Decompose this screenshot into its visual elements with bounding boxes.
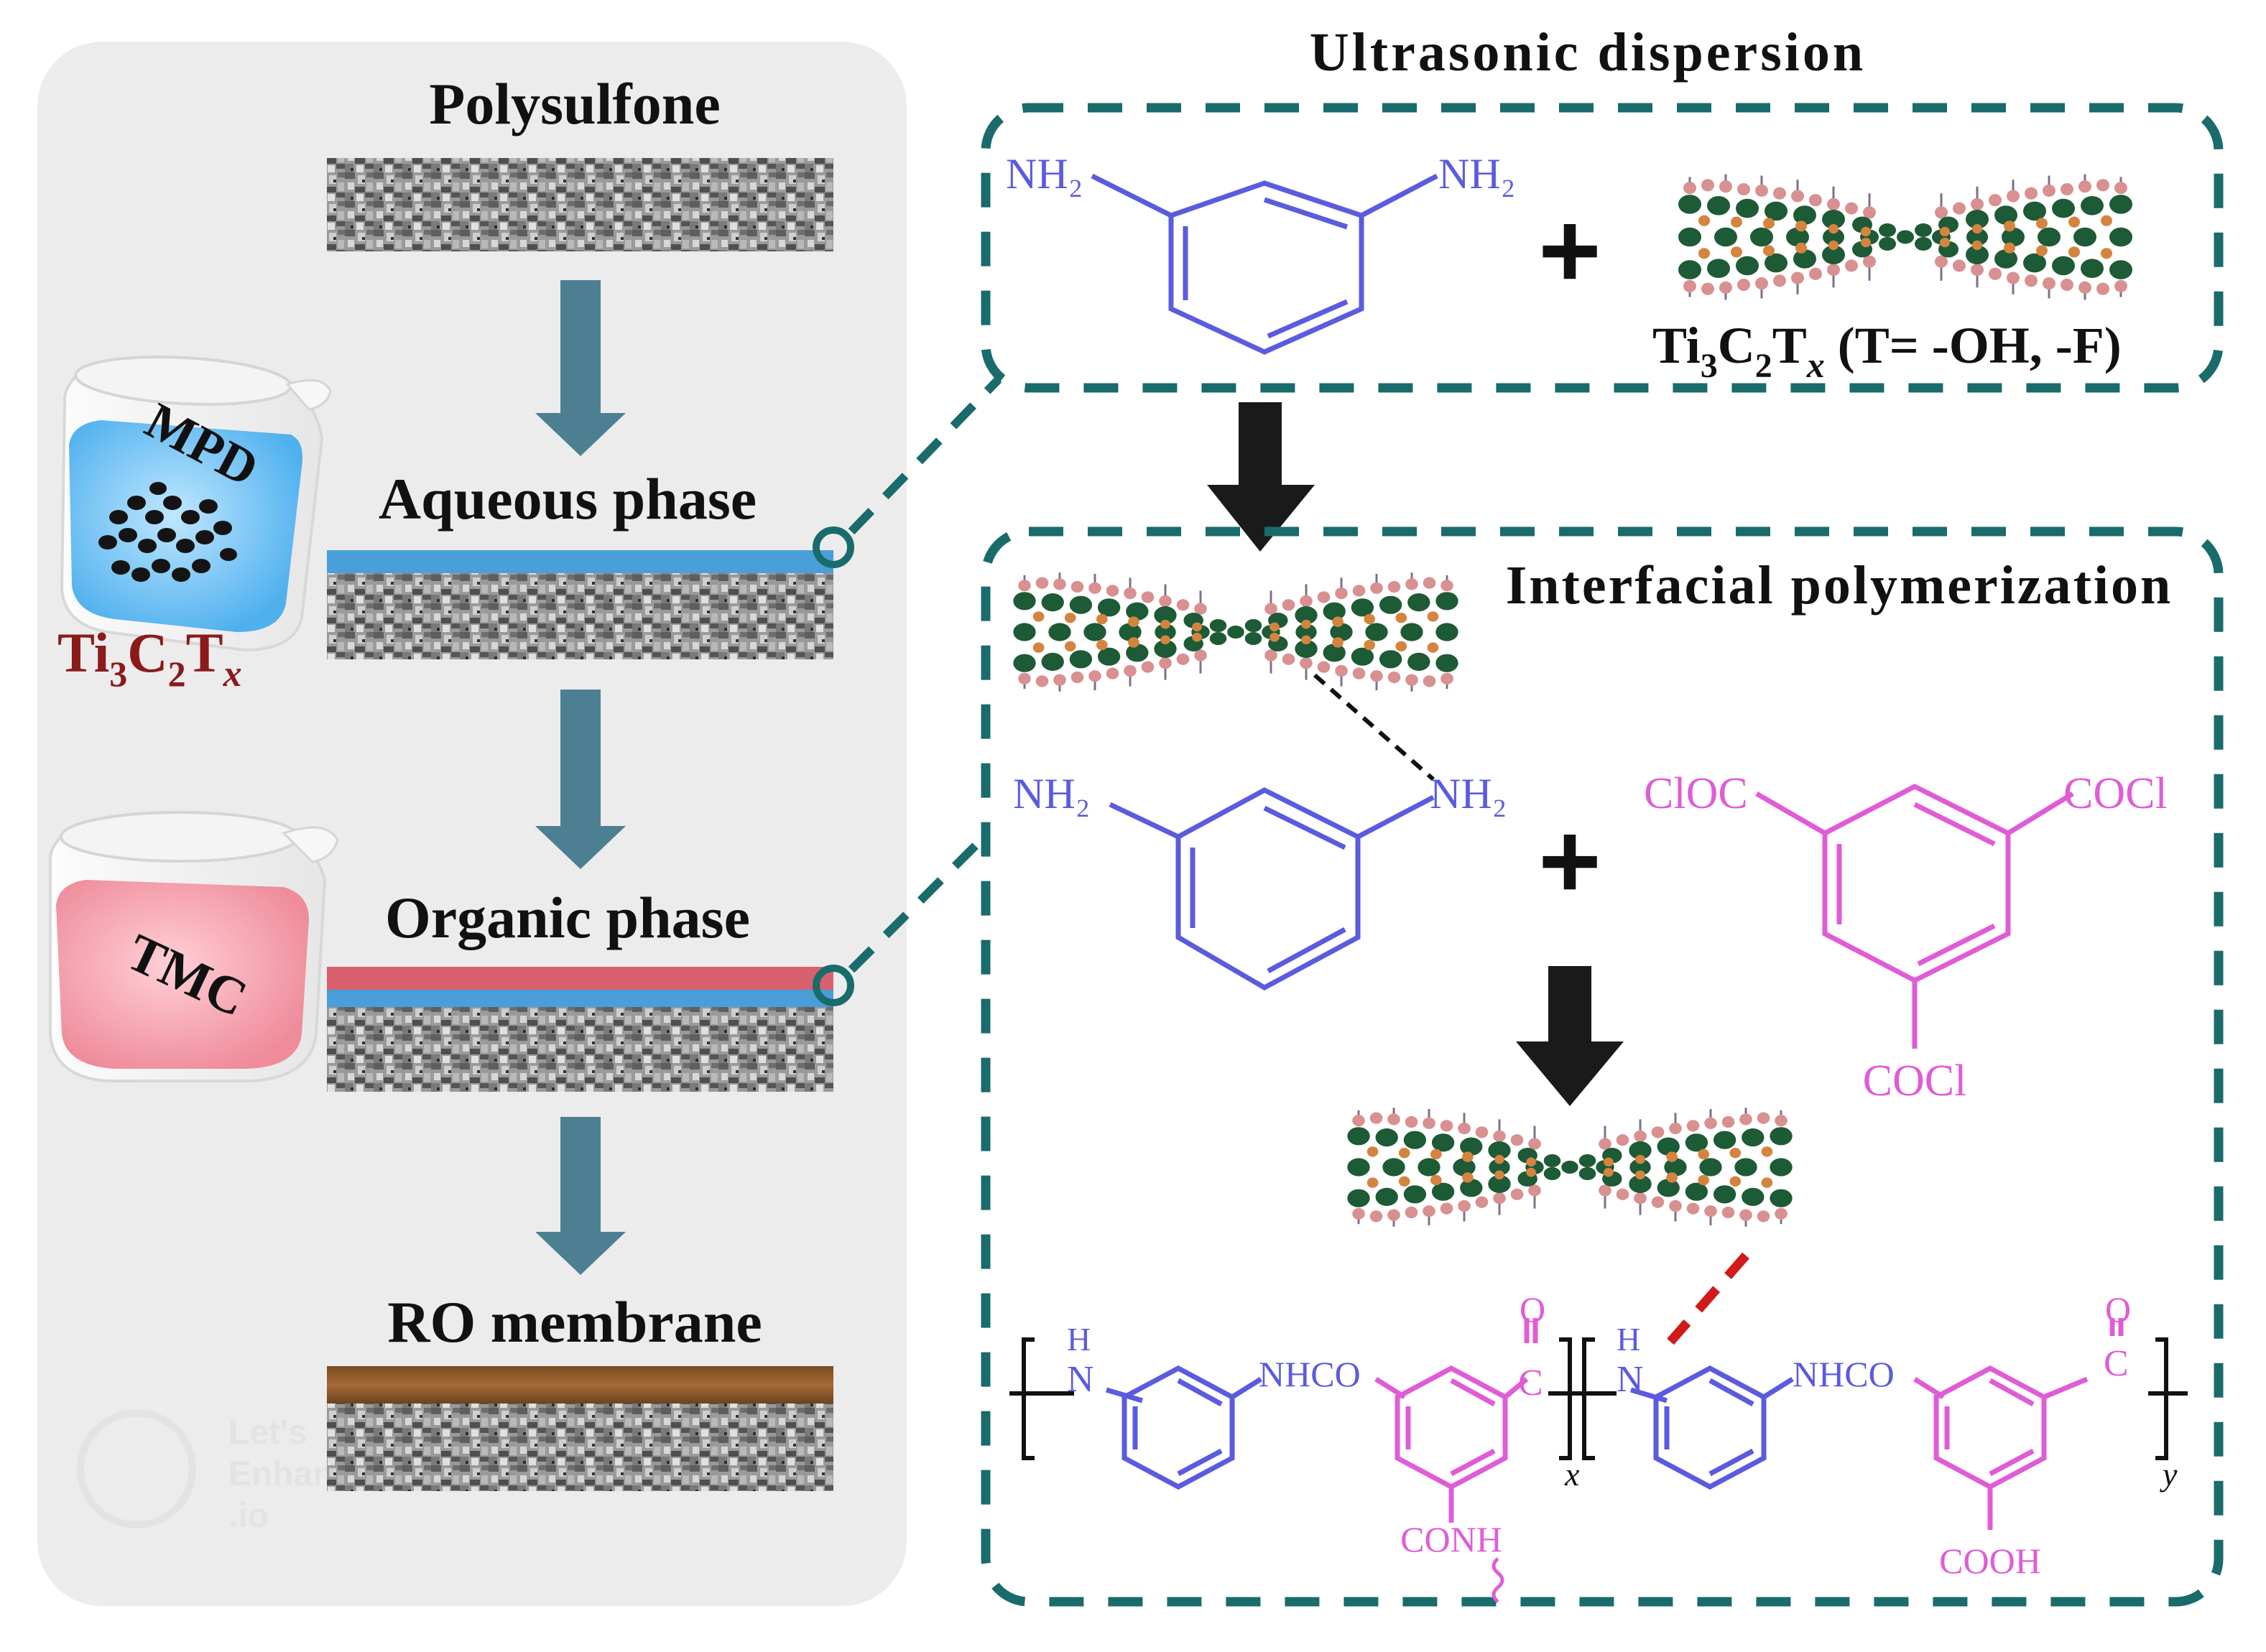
tmc-group-top-left: ClOC — [1644, 769, 1748, 818]
step-aqueous-label: Aqueous phase — [379, 466, 757, 532]
nh2-top-right: NH₂ — [1438, 150, 1516, 198]
mpd-structure-bottom — [1109, 787, 1435, 991]
polyamide-structure — [1009, 1318, 2188, 1603]
tmc-structure — [1755, 784, 2074, 1049]
arrow-to-polymerization — [1207, 402, 1315, 552]
zoom-connector-organic — [848, 833, 988, 973]
nh2-bottom-left: NH₂ — [1013, 770, 1091, 817]
step-polysulfone-label: Polysulfone — [429, 71, 720, 136]
polymerization-box — [981, 526, 2224, 1607]
polymer-o-2: O — [2105, 1289, 2131, 1330]
watermark-line-3: .io — [228, 1497, 269, 1535]
arrow-to-product — [1516, 966, 1624, 1106]
polymer-h-2: H — [1617, 1321, 1640, 1358]
polymer-conh: CONH — [1400, 1519, 1502, 1559]
mxene-sheet-top — [1677, 173, 2134, 301]
aqueous-zoom-marker — [813, 526, 854, 568]
polymer-subscript-x: x — [1564, 1456, 1580, 1493]
polymer-c-2: C — [2104, 1343, 2129, 1384]
polymer-c-1: C — [1518, 1363, 1543, 1403]
zoom-connector-aqueous — [848, 376, 1002, 535]
polymer-subscript-y: y — [2160, 1456, 2178, 1493]
mxene-sheet-bottom — [1346, 1106, 1794, 1228]
polymer-nhco-1-part: NHCO — [1259, 1354, 1361, 1394]
step-organic-label: Organic phase — [385, 885, 750, 950]
organic-aqueous-stripe — [327, 990, 833, 1007]
ultrasonic-box — [981, 103, 2224, 393]
organic-substrate — [327, 1007, 833, 1092]
plus-top: + — [1538, 190, 1601, 310]
polymer-n-2: N — [1617, 1359, 1644, 1400]
polymer-cooh: COOH — [1939, 1541, 2041, 1581]
process-arrow-2 — [535, 690, 626, 869]
mpd-additive-label: Ti3C2Tx — [57, 621, 242, 695]
polymerization-title: Interfacial polymerization — [1506, 555, 2173, 616]
tmc-beaker: TMC — [48, 811, 339, 1082]
polymer-nhco-2: NHCO — [1793, 1354, 1895, 1394]
nh2-top-left: NH₂ — [1006, 150, 1083, 198]
ro-polyamide-layer — [327, 1366, 833, 1403]
aqueous-substrate — [327, 573, 833, 659]
nh2-bottom-right: NH₂ — [1430, 770, 1507, 817]
organic-layer-stripe — [327, 967, 833, 990]
mxene-sheet-middle — [1012, 571, 1460, 693]
process-arrow-3 — [535, 1117, 626, 1275]
tmc-group-top-right: COCl — [2063, 769, 2168, 818]
process-arrow-1 — [535, 280, 626, 456]
mxene-nh2-interaction — [1313, 673, 1435, 781]
plus-bottom: + — [1538, 800, 1601, 921]
ultrasonic-title: Ultrasonic dispersion — [1310, 22, 1866, 83]
polysulfone-substrate — [327, 158, 833, 251]
mpd-structure-top — [1091, 173, 1438, 355]
watermark-line-1: Let's — [228, 1414, 307, 1452]
tmc-group-bottom: COCl — [1863, 1057, 1967, 1105]
polymer-h-1: H — [1067, 1321, 1091, 1358]
aqueous-layer-stripe — [327, 550, 833, 573]
organic-zoom-marker — [813, 965, 854, 1006]
mxene-polymer-hbond — [1667, 1252, 1749, 1345]
ro-substrate — [327, 1403, 833, 1491]
step-ro-label: RO membrane — [387, 1289, 762, 1355]
polymer-n-1: N — [1067, 1359, 1094, 1400]
polymer-o-1: O — [1520, 1289, 1545, 1330]
mpd-beaker: MPD — [60, 356, 332, 652]
mxene-formula-top: Ti3C2Tx (T= -OH, -F) — [1652, 317, 2122, 385]
